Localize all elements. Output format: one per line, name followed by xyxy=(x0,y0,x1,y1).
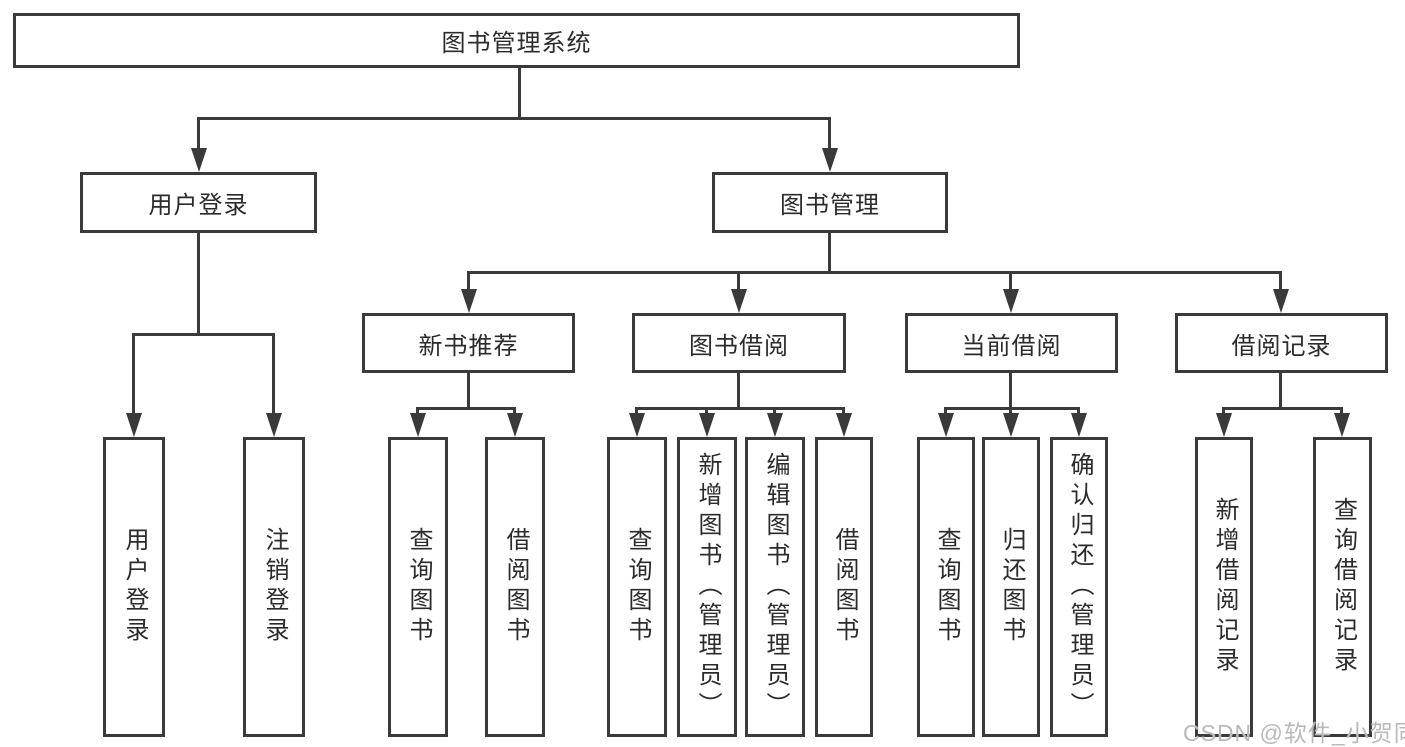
connector-to-book-mgmt xyxy=(828,117,831,155)
leaf-user-login: 用户登录 xyxy=(103,437,165,737)
connector-new-book-rec-bar xyxy=(416,407,516,410)
connector-to-cb-query xyxy=(944,407,947,417)
connector-to-nb-borrow xyxy=(513,407,516,417)
arrowhead-bb-add xyxy=(699,413,715,437)
connector-to-bb-add xyxy=(705,407,708,417)
connector-root-stub xyxy=(518,68,521,120)
leaf-newbook-query: 查询图书 xyxy=(388,437,448,737)
connector-to-bb-edit xyxy=(773,407,776,417)
arrowhead-cb-return xyxy=(1003,413,1019,437)
connector-user-login-bar xyxy=(132,333,275,336)
connector-new-book-rec-stub xyxy=(467,373,470,410)
arrowhead-nb-borrow xyxy=(507,413,523,437)
node-new-book-rec: 新书推荐 xyxy=(362,313,575,373)
arrowhead-borrow-records xyxy=(1273,289,1289,313)
leaf-newbook-borrow: 借阅图书 xyxy=(485,437,545,737)
connector-to-book-borrow xyxy=(737,271,740,295)
node-user-login: 用户登录 xyxy=(80,172,317,233)
arrowhead-leaf-login xyxy=(126,413,142,437)
arrowhead-leaf-logout xyxy=(266,413,282,437)
arrowhead-br-query xyxy=(1334,413,1350,437)
leaf-current-confirm-admin: 确认归还（管理员） xyxy=(1050,437,1108,737)
arrowhead-bb-edit xyxy=(767,413,783,437)
connector-to-current-borrow xyxy=(1009,271,1012,295)
leaf-borrow-edit-admin: 编辑图书（管理员） xyxy=(745,437,805,737)
connector-to-cb-confirm xyxy=(1077,407,1080,417)
connector-borrow-records-bar xyxy=(1222,407,1343,410)
connector-to-user-login xyxy=(197,117,200,155)
connector-to-cb-return xyxy=(1009,407,1012,417)
arrowhead-bb-query xyxy=(629,413,645,437)
connector-to-br-query xyxy=(1340,407,1343,417)
arrowhead-bb-borrow xyxy=(836,413,852,437)
connector-to-leaf-login xyxy=(132,333,135,417)
arrowhead-book-borrow xyxy=(731,289,747,313)
arrowhead-user-login xyxy=(191,148,207,172)
arrowhead-cb-confirm xyxy=(1071,413,1087,437)
leaf-record-add: 新增借阅记录 xyxy=(1195,437,1253,737)
leaf-borrow-add-admin: 新增图书（管理员） xyxy=(677,437,737,737)
arrowhead-cb-query xyxy=(938,413,954,437)
node-library-system: 图书管理系统 xyxy=(13,13,1020,68)
connector-level1-bar xyxy=(197,117,831,120)
arrowhead-current-borrow xyxy=(1003,289,1019,313)
connector-user-login-stub xyxy=(197,233,200,333)
node-book-borrow: 图书借阅 xyxy=(632,313,846,373)
connector-to-leaf-logout xyxy=(272,333,275,417)
connector-to-nb-query xyxy=(416,407,419,417)
leaf-borrow-borrow: 借阅图书 xyxy=(815,437,873,737)
connector-book-borrow-stub xyxy=(737,373,740,410)
node-borrow-records: 借阅记录 xyxy=(1175,313,1388,373)
connector-to-borrow-records xyxy=(1279,271,1282,295)
connector-level2-bar xyxy=(467,271,1282,274)
connector-current-borrow-bar xyxy=(944,407,1080,410)
node-book-mgmt: 图书管理 xyxy=(712,172,948,233)
arrowhead-br-add xyxy=(1216,413,1232,437)
arrowhead-new-book-rec xyxy=(461,289,477,313)
leaf-current-return: 归还图书 xyxy=(982,437,1040,737)
watermark: CSDN @软件_小贺同学 xyxy=(1183,720,1405,746)
arrowhead-nb-query xyxy=(410,413,426,437)
connector-book-mgmt-stub xyxy=(828,233,831,273)
leaf-logout: 注销登录 xyxy=(243,437,305,737)
leaf-record-query: 查询借阅记录 xyxy=(1313,437,1372,737)
connector-borrow-records-stub xyxy=(1279,373,1282,410)
connector-to-br-add xyxy=(1222,407,1225,417)
connector-current-borrow-stub xyxy=(1009,373,1012,410)
connector-to-new-book-rec xyxy=(467,271,470,295)
connector-to-bb-query xyxy=(635,407,638,417)
arrowhead-book-mgmt xyxy=(822,148,838,172)
connector-to-bb-borrow xyxy=(842,407,845,417)
leaf-current-query: 查询图书 xyxy=(917,437,975,737)
leaf-borrow-query: 查询图书 xyxy=(607,437,667,737)
connector-book-borrow-bar xyxy=(635,407,845,410)
node-current-borrow: 当前借阅 xyxy=(905,313,1118,373)
